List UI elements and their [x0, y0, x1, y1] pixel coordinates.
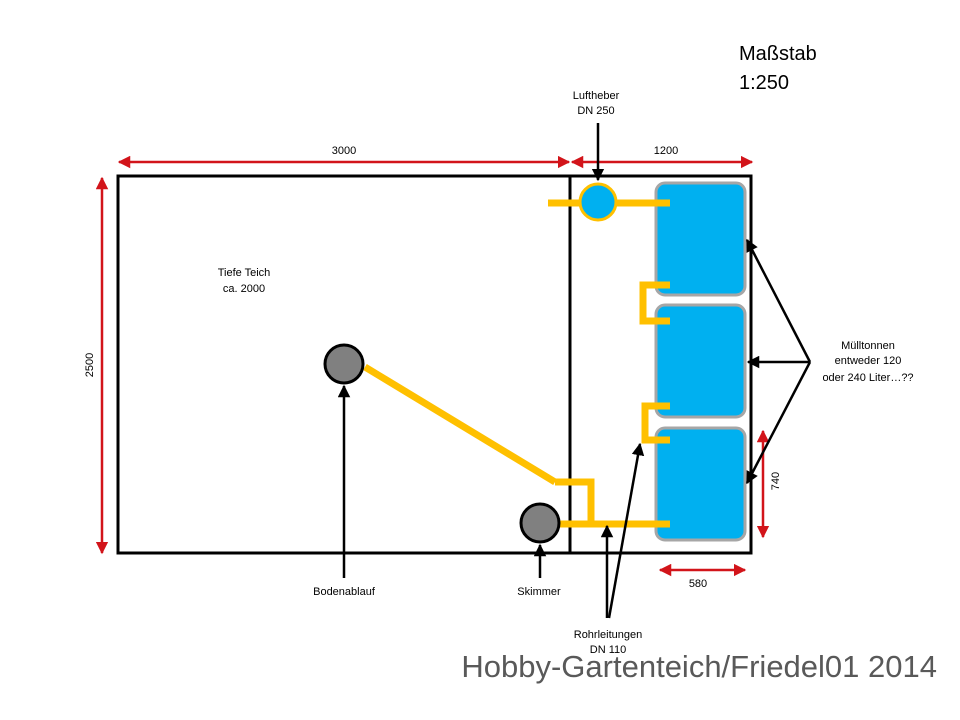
pipe-bin-connector-upper: [639, 281, 670, 325]
dimension-bin-height-label: 740: [770, 472, 782, 490]
skimmer-label: Skimmer: [517, 586, 561, 598]
dimension-left-label: 2500: [84, 353, 96, 377]
pipes-size-label: DN 110: [590, 644, 626, 656]
bottom-drain-label: Bodenablauf: [313, 586, 376, 598]
pipes-label: Rohrleitungen: [574, 629, 643, 641]
bin-1: [654, 181, 747, 297]
airlift-size-label: DN 250: [577, 105, 614, 117]
dimension-top-right-label: 1200: [654, 145, 678, 157]
dimension-top-left-label: 3000: [332, 145, 356, 157]
skimmer-icon: [519, 502, 561, 544]
arrow-bins-3: [745, 361, 812, 485]
watermark: Hobby-Gartenteich/Friedel01 2014: [461, 649, 937, 684]
scale-title: Maßstab: [739, 43, 817, 65]
pipe-bottom-drain: [363, 364, 557, 485]
deep-pond-depth-label: ca. 2000: [223, 283, 265, 295]
bins-option-1-label: entweder 120: [835, 355, 902, 367]
bin-2: [654, 303, 747, 419]
bottom-drain-icon: [323, 343, 365, 385]
pipe-drain-bend: [555, 478, 595, 527]
arrow-bins-1: [745, 238, 812, 363]
arrow-pipes-2: [607, 442, 645, 619]
bin-3: [654, 426, 747, 542]
pipe-bin-connector-lower: [641, 402, 670, 444]
dimension-bin-width-label: 580: [689, 578, 707, 590]
airlift-label: Luftheber: [573, 90, 620, 102]
bins-option-2-label: oder 240 Liter…??: [822, 372, 913, 384]
deep-pond-label: Tiefe Teich: [218, 267, 271, 279]
airlift-icon: [578, 182, 618, 222]
bins-label: Mülltonnen: [841, 340, 895, 352]
scale-value: 1:250: [739, 72, 789, 94]
